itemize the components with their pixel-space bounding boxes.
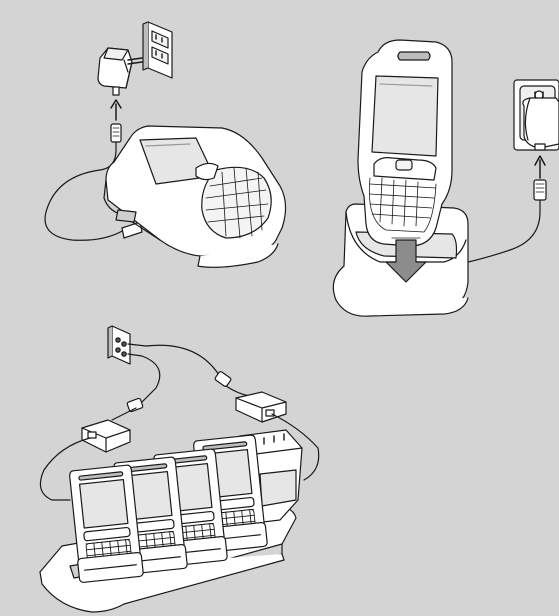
handheld-device-icon — [358, 40, 452, 246]
arrow-up-icon — [535, 156, 545, 178]
panel-single-cradle — [333, 40, 559, 316]
plug-connector-icon — [127, 371, 232, 412]
panel-ac-adapter-direct — [45, 22, 286, 267]
usb-cable-icon — [468, 180, 546, 262]
power-adapter-icon — [523, 98, 559, 150]
power-brick-icon — [82, 420, 130, 452]
handheld-device-icon — [104, 126, 286, 267]
panel-four-slot-cradle — [40, 326, 319, 612]
handheld-device-icon — [68, 465, 143, 583]
arrow-up-icon — [111, 100, 121, 120]
wall-outlet-icon — [143, 22, 172, 78]
power-adapter-icon — [98, 48, 142, 95]
wall-outlet-icon — [108, 326, 130, 364]
